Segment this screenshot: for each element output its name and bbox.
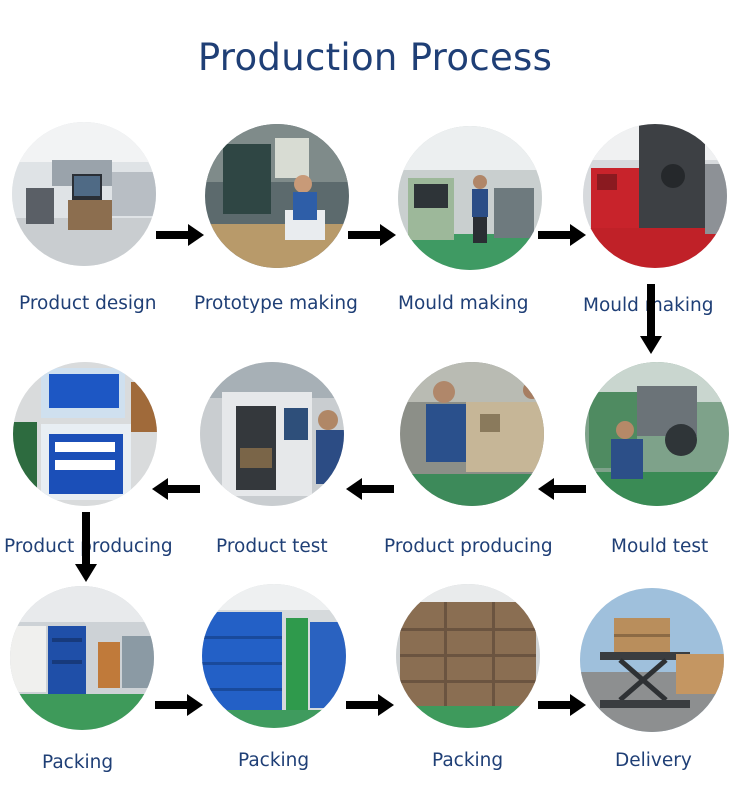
step-10-image xyxy=(202,584,346,728)
product-bins-photo xyxy=(13,362,157,506)
arrow-right-icon xyxy=(346,694,394,716)
step-6-image xyxy=(400,362,544,506)
step-5-image xyxy=(585,362,729,506)
step-7-image xyxy=(200,362,344,506)
cartons-pallet-photo xyxy=(396,584,540,728)
step-12-label: Delivery xyxy=(615,750,692,771)
step-4-image xyxy=(583,124,727,268)
arrow-left-icon xyxy=(538,478,586,500)
arrow-down-icon xyxy=(75,512,97,582)
step-7-label: Product test xyxy=(216,536,328,557)
arrow-right-icon xyxy=(538,694,586,716)
arrow-right-icon xyxy=(155,694,203,716)
workbench-worker-photo xyxy=(205,124,349,268)
step-1-image xyxy=(12,122,156,266)
stacked-crates-photo xyxy=(202,584,346,728)
crates-line-photo xyxy=(10,586,154,730)
test-machine-photo xyxy=(200,362,344,506)
step-2-image xyxy=(205,124,349,268)
arrow-right-icon xyxy=(156,224,204,246)
step-3-image xyxy=(398,126,542,270)
step-1-label: Product design xyxy=(19,293,157,314)
step-2-label: Prototype making xyxy=(194,293,358,314)
step-12-image xyxy=(580,588,724,732)
assembly-workers-photo xyxy=(400,362,544,506)
step-5-label: Mould test xyxy=(611,536,709,557)
injection-machine-worker-photo xyxy=(585,362,729,506)
arrow-down-icon xyxy=(640,284,662,354)
arrow-left-icon xyxy=(152,478,200,500)
step-11-label: Packing xyxy=(432,750,504,771)
step-9-image xyxy=(10,586,154,730)
arrow-left-icon xyxy=(346,478,394,500)
cnc-machine-worker-photo xyxy=(398,126,542,270)
step-6-label: Product producing xyxy=(384,536,553,557)
mould-press-machine-photo xyxy=(583,124,727,268)
step-8-image xyxy=(13,362,157,506)
page-title: Production Process xyxy=(197,36,553,79)
office-workstation-photo xyxy=(12,122,156,266)
arrow-right-icon xyxy=(348,224,396,246)
step-10-label: Packing xyxy=(238,750,310,771)
step-11-image xyxy=(396,584,540,728)
step-3-label: Mould making xyxy=(398,293,529,314)
step-9-label: Packing xyxy=(42,752,114,773)
arrow-right-icon xyxy=(538,224,586,246)
cargo-loader-photo xyxy=(580,588,724,732)
